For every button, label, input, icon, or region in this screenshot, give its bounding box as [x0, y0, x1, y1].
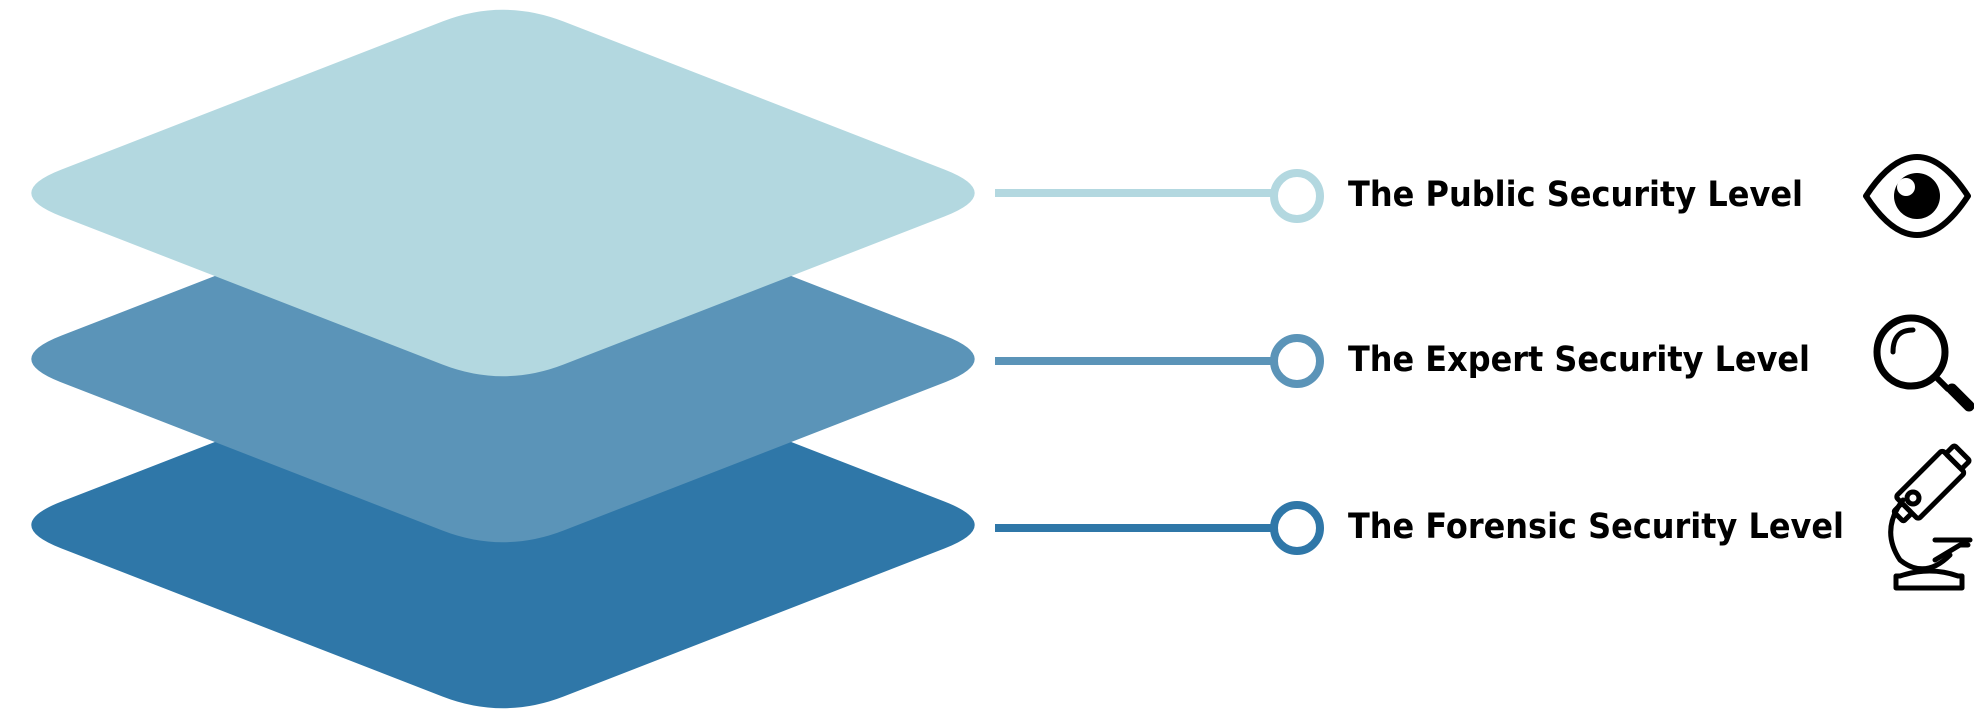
- layer-public: [31, 9, 975, 377]
- connector-ring-expert: [1270, 334, 1324, 388]
- connector-expert: [995, 334, 1324, 388]
- label-forensic: The Forensic Security Level: [1348, 507, 1844, 547]
- connector-line-public: [995, 189, 1273, 197]
- connector-ring-forensic: [1270, 501, 1324, 555]
- connector-public: [995, 169, 1324, 223]
- label-expert: The Expert Security Level: [1348, 340, 1810, 380]
- magnifying-glass-icon: [1873, 314, 1974, 412]
- connector-forensic: [995, 501, 1324, 555]
- label-public: The Public Security Level: [1348, 175, 1803, 215]
- connector-line-forensic: [995, 524, 1273, 532]
- microscope-icon: [1888, 443, 1973, 591]
- connector-line-expert: [995, 357, 1273, 365]
- eye-icon: [1863, 154, 1971, 238]
- connector-ring-public: [1270, 169, 1324, 223]
